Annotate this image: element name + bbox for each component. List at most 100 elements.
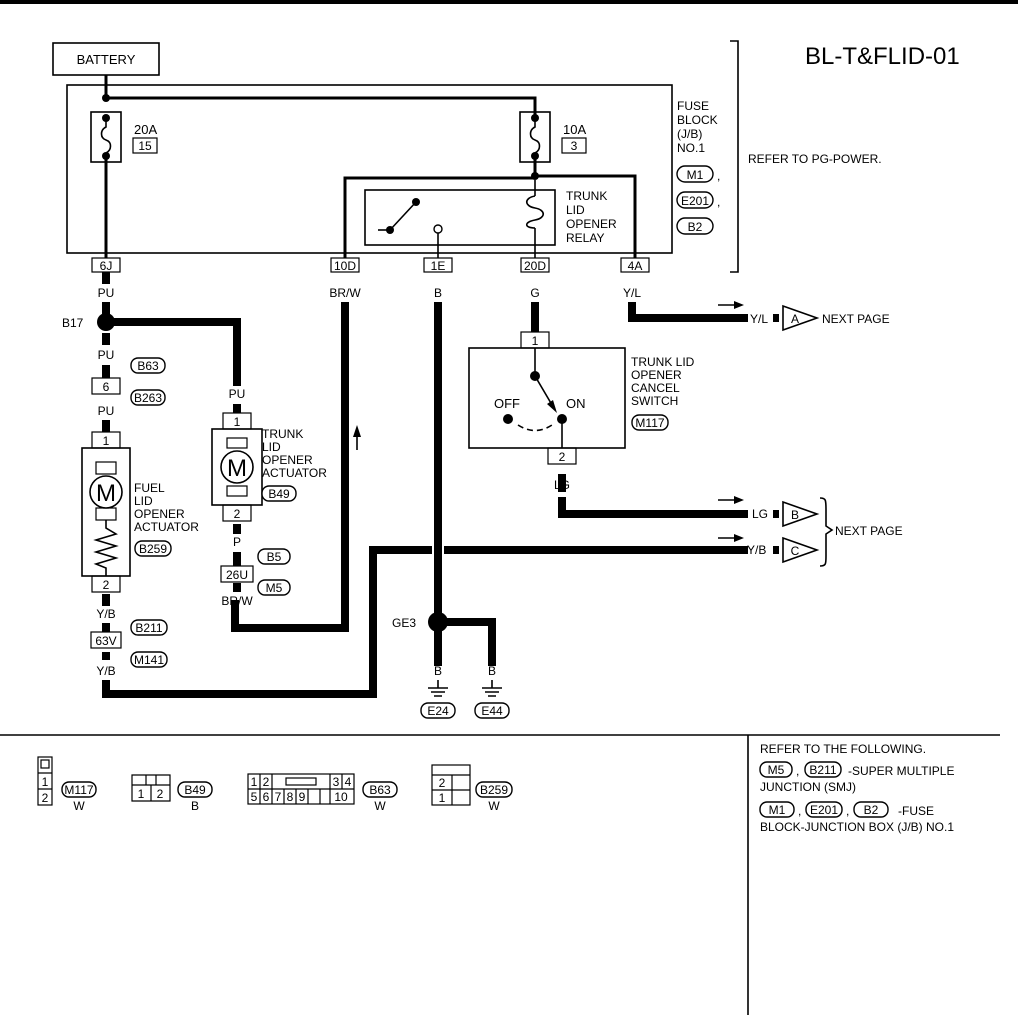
connector-m5: M5 [768,763,785,777]
fuse-20a-amp: 20A [134,122,157,137]
connector-m1: M1 [769,803,786,817]
refer-fuse: BLOCK-JUNCTION BOX (J/B) NO.1 [760,820,954,834]
switch-line: OPENER [631,368,682,382]
wire-color: G [530,286,539,300]
connector-color: W [374,799,386,813]
terminal-4a: 4A [620,257,650,273]
splice-b17: B17 [62,313,115,331]
pin-label: 10 [334,790,348,804]
switch-line: CANCEL [631,381,680,395]
connector-color: W [73,799,85,813]
comma: , [796,764,799,778]
wire-color: BR/W [221,594,253,608]
connector-b211: B211 [135,621,162,635]
trunk-lid-opener-actuator: 1 M 2 TRUNK LID OPENER ACTUATOR B49 [211,412,327,522]
comma: , [717,195,720,209]
pin-label: 2 [234,507,241,521]
pin-label: 1 [251,775,258,789]
pin-label: 2 [42,791,49,805]
fuse-block-line: (J/B) [677,127,702,141]
refer-following: REFER TO THE FOLLOWING. M5 , B211 -SUPER… [759,742,954,834]
pin-label: 2 [263,775,270,789]
fuse-block-line: FUSE [677,99,709,113]
connector-b211: B211 [809,763,836,777]
comma: , [798,804,801,818]
pin-label: 2 [559,450,566,464]
trunk-line: ACTUATOR [262,466,327,480]
terminal-label: 10D [334,259,356,273]
terminal-label: 6J [100,259,113,273]
fuse-20a-num: 15 [138,139,152,153]
connector-63v: 63V B211 M141 [90,619,168,668]
connector-e201: E201 [810,803,838,817]
fuel-lid-opener-actuator: 1 M 2 FUEL LID OPENER ACTUATOR B259 [81,431,199,593]
pin-label: 8 [287,790,294,804]
wire-color: PU [98,348,115,362]
trunk-line: OPENER [262,453,313,467]
legend-b63: 1 2 3 4 5 6 7 8 9 10 B63 W [247,773,398,813]
connector-m5: M5 [266,581,283,595]
refer-smj: JUNCTION (SMJ) [760,780,856,794]
fuel-line: LID [134,494,153,508]
terminal-label: 20D [524,259,546,273]
pin-label: 1 [42,775,49,789]
pin-label: 2 [103,578,110,592]
trunk-line: TRUNK [262,427,303,441]
relay-line: RELAY [566,231,604,245]
pin-label: 4 [345,775,352,789]
fuse-10a-amp: 10A [563,122,586,137]
diagram-title: BL-T&FLID-01 [805,43,960,70]
trunk-lid-opener-relay: TRUNK LID OPENER RELAY [343,176,617,258]
pin-label: 6 [263,790,270,804]
connector-code: B63 [369,783,391,797]
connector-b259: B259 [139,542,167,556]
terminal-label: 1E [431,259,446,273]
connector-e201: E201 [681,194,709,208]
switch-line: TRUNK LID [631,355,695,369]
connector-code: B259 [480,783,508,797]
connector-e24: E24 [427,704,449,718]
refer-fuse: -FUSE [898,804,934,818]
connector-b2: B2 [864,803,879,817]
ground-e44: E44 [474,680,510,719]
relay-line: OPENER [566,217,617,231]
pin-label: 1 [234,415,241,429]
refer-smj: -SUPER MULTIPLE [848,764,954,778]
legend-m117: 1 2 M117 W [37,756,97,813]
switch-line: SWITCH [631,394,678,408]
fuel-line: ACTUATOR [134,520,199,534]
splice-ge3-label: GE3 [392,616,416,630]
fuse-block-labels: FUSE BLOCK (J/B) NO.1 M1 , E201 , B2 REF… [676,40,882,273]
legend-b259: 2 1 B259 W [431,764,513,813]
connector-b263: B263 [134,391,162,405]
connector-b5: B5 [267,550,282,564]
pin-label: 26U [226,568,248,582]
relay-line: LID [566,203,585,217]
fuel-line: FUEL [134,481,165,495]
connector-m117: M117 [635,416,664,430]
next-page-a-label: A [791,312,799,326]
connector-color: B [191,799,199,813]
fuel-line: OPENER [134,507,185,521]
wire-color: PU [98,404,115,418]
trunk-lid-opener-cancel-switch: 1 OFF ON 2 TRUNK LID OPENER CANCEL SWITC… [468,331,695,465]
fuse-block [66,84,673,254]
wire-color: B [434,286,442,300]
wire-color: LG [554,478,570,492]
connector-b2: B2 [688,220,703,234]
pin-label: 5 [251,790,258,804]
next-page-label: NEXT PAGE [835,524,903,538]
wire-color: Y/B [96,664,115,678]
battery-label: BATTERY [77,52,136,67]
wire-color: PU [98,286,115,300]
trunk-line: LID [262,440,281,454]
fuse-block-line: BLOCK [677,113,718,127]
relay-line: TRUNK [566,189,607,203]
next-page-label: NEXT PAGE [822,312,890,326]
terminal-20d: 20D [520,257,550,273]
wire-color: LG [752,507,768,521]
connector-code: B49 [184,783,206,797]
comma: , [717,169,720,183]
pin-label: 6 [103,380,110,394]
